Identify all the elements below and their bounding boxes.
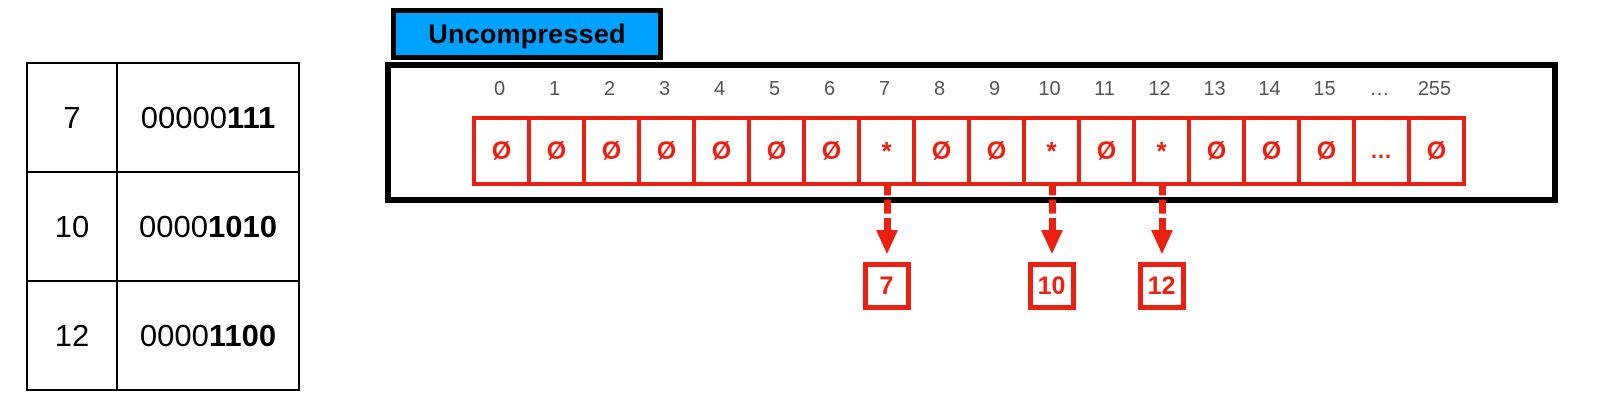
binary-leading-bits: 00000 <box>140 99 227 135</box>
bitmap-cell-empty: Ø <box>751 120 806 182</box>
decimal-value-cell: 7 <box>26 62 118 173</box>
bitmap-cell-ellipsis: … <box>1356 120 1411 182</box>
arrow-head-icon <box>1150 230 1173 254</box>
decimal-value-cell: 10 <box>26 171 118 282</box>
index-label: 2 <box>603 78 616 100</box>
binary-leading-bits: 0000 <box>139 317 209 353</box>
bitmap-cell-set: * <box>1136 120 1191 182</box>
decimal-value-cell: 12 <box>26 280 118 391</box>
index-label: 14 <box>1258 78 1281 100</box>
binary-value-cell: 00001100 <box>116 280 300 391</box>
index-label: 7 <box>878 78 891 100</box>
binary-significant-bits: 111 <box>226 99 276 135</box>
bitmap-cell-empty: Ø <box>1246 120 1301 182</box>
bitmap-cell-empty: Ø <box>1081 120 1136 182</box>
bitmap-cell-empty: Ø <box>1301 120 1356 182</box>
index-label: 9 <box>988 78 1001 100</box>
arrow-head-icon <box>1040 230 1063 254</box>
index-label: 15 <box>1313 78 1336 100</box>
index-label: 12 <box>1148 78 1171 100</box>
binary-leading-bits: 0000 <box>139 208 208 244</box>
uncompressed-badge: Uncompressed <box>391 8 663 60</box>
index-label: 6 <box>823 78 836 100</box>
bitmap-cell-empty: Ø <box>531 120 586 182</box>
bitmap-cell-empty: Ø <box>696 120 751 182</box>
index-label: 4 <box>713 78 726 100</box>
result-value-box: 12 <box>1137 262 1186 310</box>
value-binary-table: 7 00000111 10 00001010 12 00001100 <box>26 62 300 391</box>
bitmap-cell-set: * <box>861 120 916 182</box>
table-row: 7 00000111 <box>26 62 300 173</box>
binary-value-cell: 00001010 <box>116 171 300 282</box>
index-label: 1 <box>548 78 561 100</box>
bitmap-cell-empty: Ø <box>476 120 531 182</box>
index-label: 13 <box>1203 78 1226 100</box>
table-row: 10 00001010 <box>26 171 300 282</box>
index-label: 8 <box>933 78 946 100</box>
index-label: 255 <box>1417 78 1452 100</box>
result-value-box: 10 <box>1027 262 1076 310</box>
bitmap-cell-empty: Ø <box>641 120 696 182</box>
binary-value-cell: 00000111 <box>116 62 300 173</box>
index-label: 11 <box>1094 78 1115 100</box>
result-value-box: 7 <box>862 262 911 310</box>
table-row: 12 00001100 <box>26 280 300 391</box>
index-label: 5 <box>768 78 781 100</box>
bitmap-cell-empty: Ø <box>1191 120 1246 182</box>
bitmap-cell-empty: Ø <box>806 120 861 182</box>
bitmap-cell-empty: Ø <box>1411 120 1462 182</box>
index-label: 10 <box>1038 78 1061 100</box>
value-binary-table-body: 7 00000111 10 00001010 12 00001100 <box>26 62 300 391</box>
index-label: 3 <box>658 78 671 100</box>
index-label: … <box>1369 78 1390 100</box>
arrow-head-icon <box>875 230 898 254</box>
binary-significant-bits: 1010 <box>208 208 277 244</box>
index-label: 0 <box>493 78 506 100</box>
bitmap-cell-empty: Ø <box>971 120 1026 182</box>
bitmap-cell-empty: Ø <box>916 120 971 182</box>
bitmap-cell-empty: Ø <box>586 120 641 182</box>
binary-significant-bits: 1100 <box>208 317 277 353</box>
bitmap-cell-set: * <box>1026 120 1081 182</box>
